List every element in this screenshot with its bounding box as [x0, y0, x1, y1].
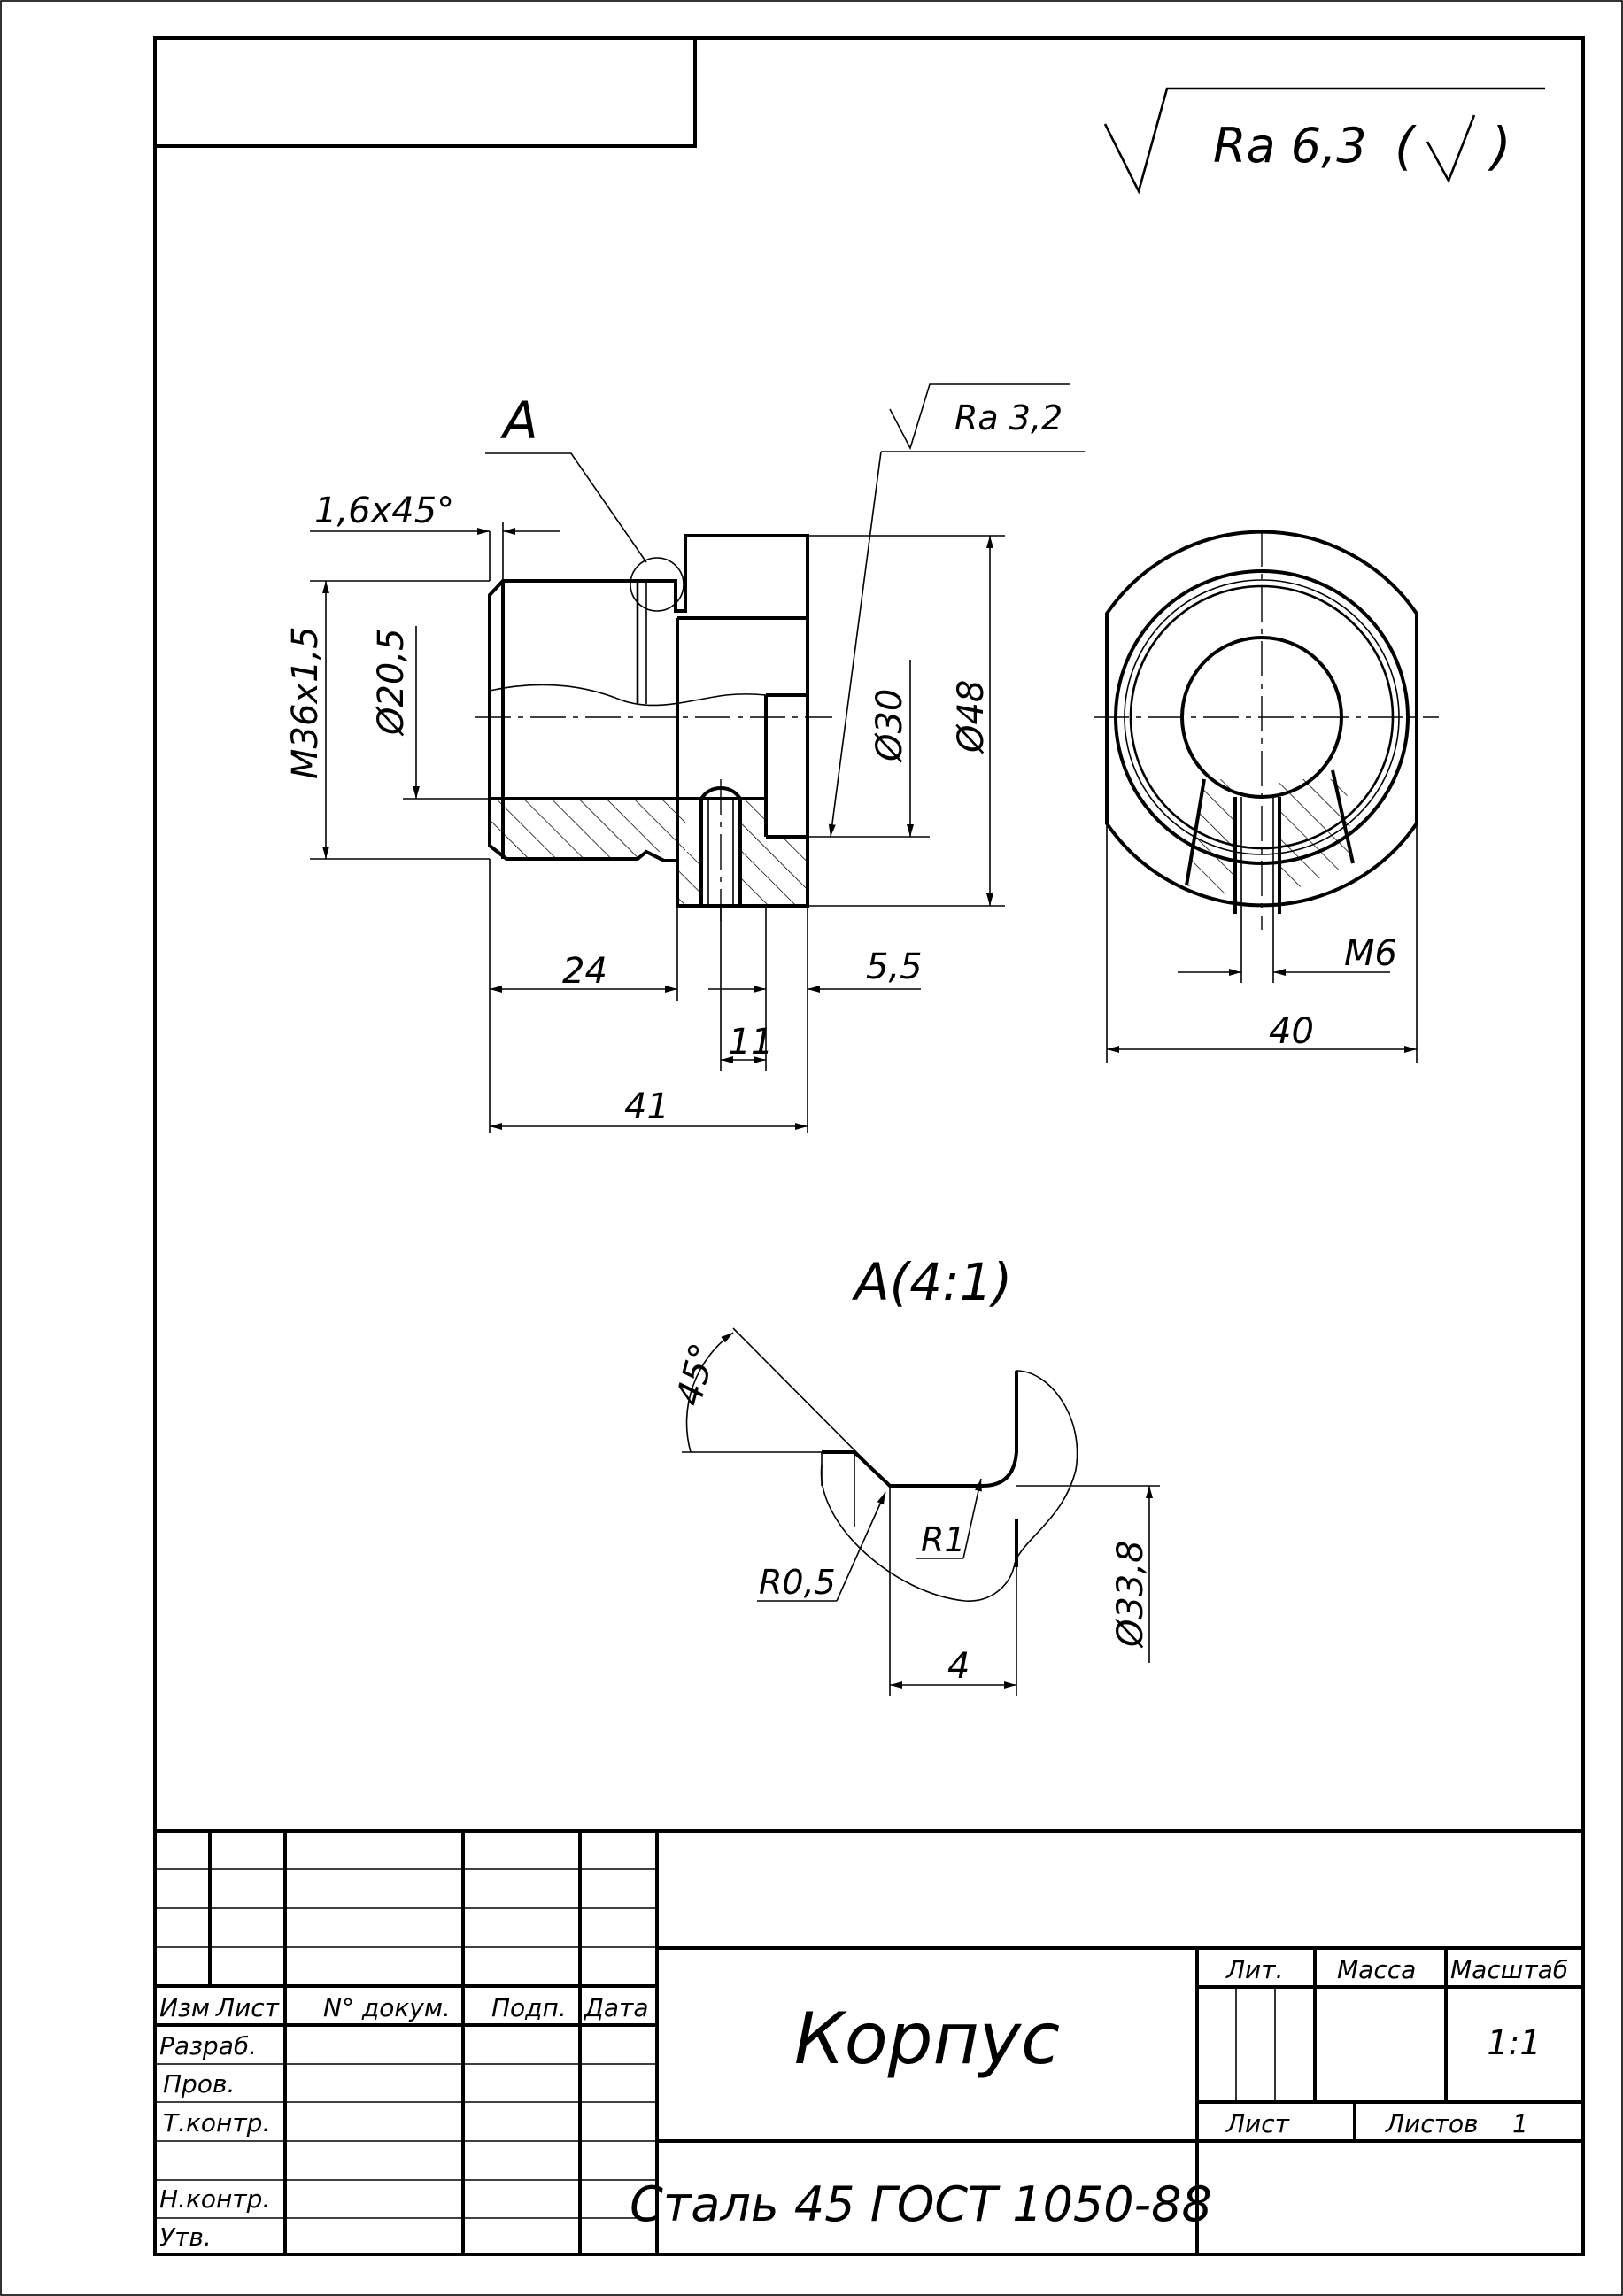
- dim-len-hole-text: 11: [729, 1022, 774, 1063]
- roughness-bore-text: Ra 3,2: [954, 398, 1063, 437]
- top-left-box: [153, 36, 697, 148]
- side-view: [1094, 530, 1439, 930]
- roughness-general-text: Ra 6,3: [1213, 118, 1367, 174]
- front-view: [475, 452, 832, 921]
- side-dimensions: M6 40: [1106, 823, 1418, 1063]
- dim-bore-dia-text: Ø30: [869, 689, 910, 763]
- tb-scale-value: 1:1: [1487, 2023, 1541, 2062]
- tb-col-list: Лист: [215, 1993, 280, 2022]
- dim-chamfer-text: 1,6x45°: [314, 491, 454, 531]
- tb-row-razrab: Разраб.: [159, 2031, 257, 2060]
- dim-len-total-text: 41: [624, 1086, 669, 1127]
- tb-lit-label: Лит.: [1225, 1955, 1283, 1984]
- tb-sheet-label: Лист: [1225, 2109, 1290, 2138]
- material: Сталь 45 ГОСТ 1050-88: [630, 2176, 1212, 2232]
- dim-side-thread-text: M6: [1344, 933, 1397, 974]
- dim-side-width-text: 40: [1269, 1011, 1314, 1052]
- frame-border: [153, 36, 1585, 2256]
- detail-marker-a: A: [499, 390, 538, 451]
- tb-row-utv: Утв.: [159, 2223, 212, 2252]
- tb-col-izm: Изм: [159, 1993, 210, 2022]
- tb-row-nkontr: Н.контр.: [159, 2184, 270, 2214]
- dim-detail-width-text: 4: [947, 1646, 970, 1687]
- tb-sheets-value: 1: [1512, 2109, 1528, 2138]
- tb-mass-label: Масса: [1337, 1955, 1416, 1984]
- dim-outer-dia-text: Ø48: [951, 680, 992, 754]
- section-hatch-thread: [490, 799, 685, 859]
- dim-inner-dia-text: Ø20,5: [371, 628, 412, 737]
- dim-detail-r-big-text: R1: [921, 1520, 966, 1559]
- tb-row-prov: Пров.: [163, 2069, 235, 2099]
- side-hatch: [1186, 779, 1353, 896]
- part-name: Корпус: [794, 1998, 1060, 2080]
- section-hatch-flange-2: [677, 852, 701, 906]
- dim-detail-dia-text: Ø33,8: [1110, 1540, 1151, 1649]
- roughness-general-paren-open: (: [1395, 116, 1417, 176]
- roughness-general-paren-close: ): [1488, 116, 1511, 176]
- detail-break: [820, 1370, 1078, 1602]
- title-block: Изм Лист N° докум. Подп. Дата Разраб. Пр…: [155, 1829, 1583, 2254]
- dim-detail-r-small-text: R0,5: [759, 1563, 836, 1602]
- dim-len-flange-text: 5,5: [866, 947, 923, 987]
- detail-a-circle: [630, 557, 684, 612]
- tb-col-date: Дата: [583, 1993, 649, 2022]
- tb-scale-label: Масштаб: [1450, 1955, 1568, 1984]
- tb-col-sign: Подп.: [491, 1993, 567, 2022]
- break-line: [489, 684, 767, 707]
- general-roughness-symbol: Ra 6,3 ( ): [1103, 87, 1545, 195]
- front-dimensions: M36x1,5 Ø20,5 Ø30 Ø48 1,6x45° Ra 3,2 24: [285, 383, 1085, 1133]
- dim-thread-text: M36x1,5: [285, 626, 326, 779]
- tb-col-doc: N° докум.: [323, 1993, 451, 2022]
- detail-title: A(4:1): [851, 1252, 1012, 1312]
- tb-sheets-label: Листов: [1385, 2109, 1479, 2138]
- dim-detail-angle-text: 45°: [669, 1339, 724, 1410]
- detail-view: A(4:1) 45° R0,5 R1 Ø33,8 4: [669, 1252, 1160, 1696]
- section-hatch-flange: [740, 799, 808, 906]
- tb-row-tkontr: Т.контр.: [163, 2108, 270, 2138]
- dim-len-thread-text: 24: [562, 951, 607, 992]
